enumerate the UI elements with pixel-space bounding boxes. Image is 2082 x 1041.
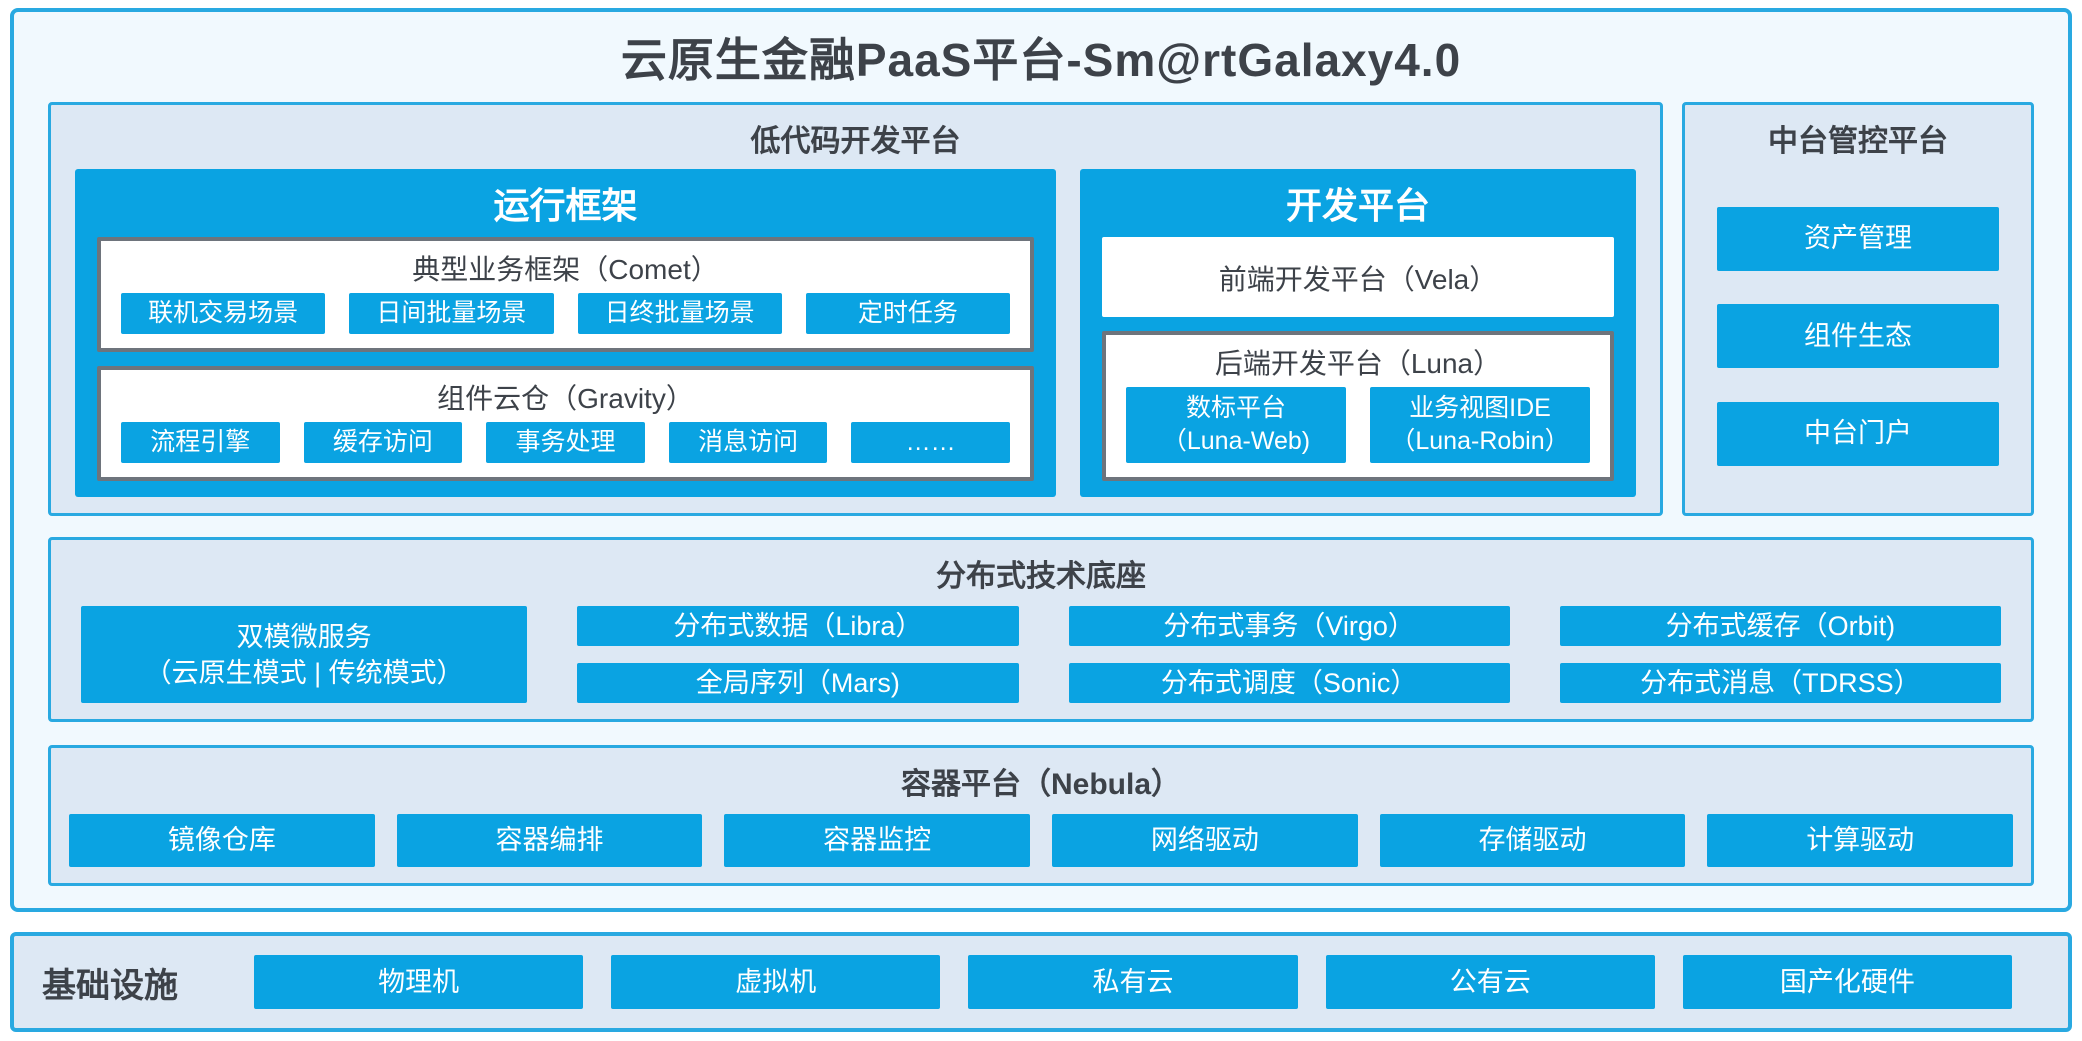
- comet-framework-title: 典型业务框架（Comet）: [412, 254, 719, 285]
- luna-web-code: （Luna-Web): [1161, 427, 1311, 455]
- dev-platform-body: 前端开发平台（Vela） 后端开发平台（Luna） 数标平台 （Luna-Web…: [1101, 237, 1614, 481]
- gravity-item: 消息访问: [668, 422, 828, 463]
- asset-management-item: 资产管理: [1717, 206, 1999, 271]
- page-title: 云原生金融PaaS平台-Sm@rtGalaxy4.0: [620, 34, 1462, 86]
- gravity-item: 流程引擎: [121, 422, 280, 463]
- main-platform-container: 云原生金融PaaS平台-Sm@rtGalaxy4.0 低代码开发平台 运行框架 …: [10, 8, 2072, 912]
- luna-backend-title: 后端开发平台（Luna）: [1214, 348, 1502, 379]
- luna-backend-box: 后端开发平台（Luna） 数标平台 （Luna-Web) 业务视图IDE: [1101, 331, 1614, 481]
- infrastructure-section: 基础设施 物理机 虚拟机 私有云 公有云 国产化硬件: [10, 932, 2072, 1032]
- main-content: 低代码开发平台 运行框架 典型业务框架（Comet） 联机交易场景 日间批量: [14, 102, 2068, 908]
- dev-platform-title: 开发平台: [1285, 185, 1430, 226]
- public-cloud-item: 公有云: [1325, 955, 1655, 1009]
- distributed-grid: 双模微服务 （云原生模式 | 传统模式） 分布式数据（Libra） 分布式事务（…: [51, 604, 2031, 719]
- dual-mode-microservice-item: 双模微服务 （云原生模式 | 传统模式）: [81, 606, 528, 703]
- container-platform-section: 容器平台（Nebula） 镜像仓库 容器编排 容器监控 网络驱动 存储驱动 计算…: [48, 745, 2034, 886]
- gravity-warehouse-title: 组件云仓（Gravity）: [437, 383, 694, 414]
- image-registry-item: 镜像仓库: [69, 814, 375, 867]
- runtime-framework-title: 运行框架: [493, 185, 638, 226]
- gravity-warehouse-box: 组件云仓（Gravity） 流程引擎 缓存访问 事务处理 消息访问 ……: [97, 366, 1034, 481]
- luna-web-item: 数标平台 （Luna-Web): [1125, 387, 1346, 463]
- distributed-transaction-item: 分布式事务（Virgo）: [1068, 606, 1510, 646]
- component-ecosystem-item: 组件生态: [1717, 304, 1999, 368]
- domestic-hardware-item: 国产化硬件: [1682, 955, 2013, 1009]
- container-monitoring-item: 容器监控: [724, 814, 1031, 867]
- comet-item: 定时任务: [805, 293, 1010, 334]
- distributed-data-item: 分布式数据（Libra）: [577, 606, 1019, 646]
- comet-item: 联机交易场景: [121, 293, 326, 334]
- luna-web-name: 数标平台: [1185, 394, 1286, 422]
- distributed-scheduler-item: 分布式调度（Sonic）: [1068, 663, 1510, 703]
- comet-item: 日间批量场景: [349, 293, 554, 334]
- runtime-framework-panel: 运行框架 典型业务框架（Comet） 联机交易场景 日间批量场景 日终批量场景 …: [75, 169, 1056, 497]
- global-sequence-item: 全局序列（Mars): [577, 663, 1019, 703]
- gravity-item: 缓存访问: [303, 422, 463, 463]
- dual-mode-line1: 双模微服务: [236, 621, 372, 652]
- dual-mode-line2: （云原生模式 | 传统模式）: [144, 657, 464, 688]
- midplatform-body: 资产管理 组件生态 中台门户: [1685, 169, 2031, 513]
- distributed-base-header: 分布式技术底座: [936, 560, 1146, 593]
- lowcode-platform-section: 低代码开发平台 运行框架 典型业务框架（Comet） 联机交易场景 日间批量: [48, 102, 1663, 516]
- infrastructure-label: 基础设施: [42, 966, 178, 1005]
- vela-frontend-label: 前端开发平台（Vela）: [1218, 264, 1498, 295]
- midplatform-control-section: 中台管控平台 资产管理 组件生态 中台门户: [1682, 102, 2034, 516]
- lowcode-platform-header: 低代码开发平台: [750, 125, 961, 158]
- physical-machine-item: 物理机: [254, 955, 584, 1009]
- container-items-row: 镜像仓库 容器编排 容器监控 网络驱动 存储驱动 计算驱动: [51, 812, 2031, 883]
- distributed-cache-item: 分布式缓存（Orbit): [1559, 606, 2001, 646]
- container-orchestration-item: 容器编排: [396, 814, 703, 867]
- compute-driver-item: 计算驱动: [1707, 814, 2014, 867]
- lowcode-panels: 运行框架 典型业务框架（Comet） 联机交易场景 日间批量场景 日终批量场景 …: [51, 169, 1660, 513]
- network-driver-item: 网络驱动: [1052, 814, 1358, 867]
- comet-items-row: 联机交易场景 日间批量场景 日终批量场景 定时任务: [101, 293, 1030, 348]
- top-row: 低代码开发平台 运行框架 典型业务框架（Comet） 联机交易场景 日间批量: [48, 102, 2034, 516]
- storage-driver-item: 存储驱动: [1379, 814, 1686, 867]
- gravity-items-row: 流程引擎 缓存访问 事务处理 消息访问 ……: [101, 422, 1030, 477]
- comet-item: 日终批量场景: [577, 293, 782, 334]
- midplatform-header: 中台管控平台: [1768, 125, 1948, 158]
- luna-robin-code: （Luna-Robin）: [1390, 427, 1570, 455]
- private-cloud-item: 私有云: [968, 955, 1298, 1009]
- comet-framework-box: 典型业务框架（Comet） 联机交易场景 日间批量场景 日终批量场景 定时任务: [97, 237, 1034, 352]
- luna-robin-name: 业务视图IDE: [1409, 394, 1551, 422]
- luna-items-row: 数标平台 （Luna-Web) 业务视图IDE （Luna-Robin）: [1106, 387, 1610, 477]
- virtual-machine-item: 虚拟机: [611, 955, 941, 1009]
- gravity-item-ellipsis: ……: [851, 422, 1010, 463]
- vela-frontend-box: 前端开发平台（Vela）: [1101, 237, 1614, 317]
- midplatform-portal-item: 中台门户: [1717, 401, 1999, 466]
- distributed-base-section: 分布式技术底座 双模微服务 （云原生模式 | 传统模式） 分布式数据（Libra…: [48, 537, 2034, 722]
- distributed-message-item: 分布式消息（TDRSS）: [1559, 663, 2001, 703]
- luna-robin-item: 业务视图IDE （Luna-Robin）: [1370, 387, 1591, 463]
- gravity-item: 事务处理: [486, 422, 645, 463]
- dev-platform-panel: 开发平台 前端开发平台（Vela） 后端开发平台（Luna） 数标平: [1079, 169, 1636, 497]
- runtime-framework-body: 典型业务框架（Comet） 联机交易场景 日间批量场景 日终批量场景 定时任务: [97, 237, 1034, 481]
- container-platform-header: 容器平台（Nebula）: [900, 768, 1182, 801]
